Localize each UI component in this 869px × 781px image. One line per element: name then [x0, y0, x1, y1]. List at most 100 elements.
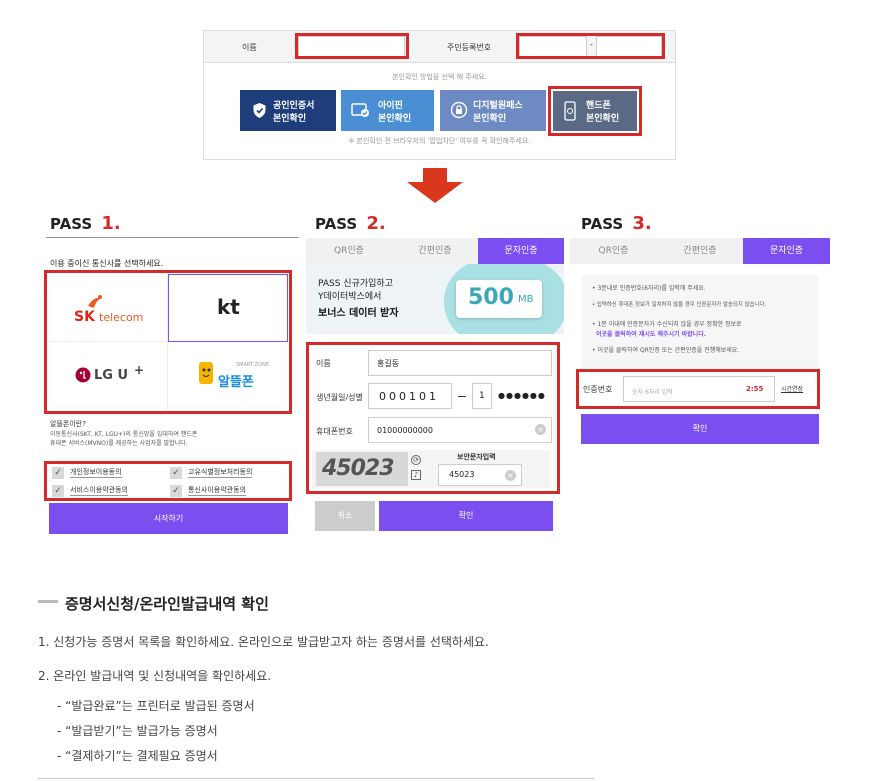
phone-button[interactable]: 핸드폰 본인확인 — [553, 91, 637, 131]
onepass-button-line1: 디지털원패스 — [473, 101, 523, 111]
agree-personal-checkbox[interactable]: ✓ — [52, 467, 64, 479]
pass3-confirm-button[interactable]: 확인 — [581, 414, 819, 444]
pass3-step: 3. — [632, 213, 652, 234]
pass2-name-label: 이름 — [316, 359, 331, 368]
section-step1: 1. 신청가능 증명서 목록을 확인하세요. 온라인으로 발급받고자 하는 증명… — [38, 635, 489, 649]
pass3-tab-sms[interactable]: 문자인증 — [743, 238, 830, 264]
onepass-icon — [450, 101, 468, 119]
banner-amount: 500 — [468, 285, 514, 310]
rrn-label: 주민등록번호 — [447, 43, 492, 52]
carrier-instruction: 이용 중이신 통신사를 선택하세요. — [50, 259, 164, 268]
pass3-note-5[interactable]: • 이곳을 클릭하여 QR인증 또는 간편인증을 진행해보세요. — [592, 347, 740, 354]
kt-logo: kt — [217, 295, 240, 319]
captcha-area: 45023 ⟳ ♪ 보안문자입력 45023 × — [312, 450, 550, 488]
pass3-tab-qr[interactable]: QR인증 — [570, 238, 657, 264]
pass1-title: PASS 1. — [50, 213, 121, 234]
agree-unique-label[interactable]: 고유식별정보처리동의 — [188, 468, 253, 478]
banner-line3: 보너스 데이터 받자 — [318, 308, 399, 319]
onepass-button[interactable]: 디지털원패스 본인확인 — [440, 90, 546, 131]
agree-unique-checkbox[interactable]: ✓ — [170, 467, 182, 479]
mvno-desc2: 휴대폰 서비스(MVNO)를 제공하는 사업자를 말합니다. — [50, 440, 188, 447]
pass2-tab-simple[interactable]: 간편인증 — [392, 238, 478, 264]
agree-service-checkbox[interactable]: ✓ — [52, 485, 64, 497]
pass2-banner[interactable]: PASS 신규가입하고 Y데이터박스에서 보너스 데이터 받자 500 MB — [306, 264, 564, 334]
agreements-highlight — [44, 461, 292, 501]
section-step2: 2. 온라인 발급내역 및 신청내역을 확인하세요. — [38, 669, 272, 683]
pass2-form: 이름 홍길동 생년월일/성별 000101 1 ●●●●●● 휴대폰번호 010… — [310, 344, 556, 492]
name-label: 이름 — [242, 43, 257, 52]
pass3-code-input[interactable]: 숫자 6자리 입력 2:55 — [623, 376, 775, 402]
pass2-brand: PASS — [315, 215, 358, 233]
ipin-button[interactable]: 아이핀 본인확인 — [341, 90, 434, 131]
agree-carrier-label[interactable]: 통신사이용약관동의 — [188, 486, 246, 496]
mvno-character-icon — [199, 362, 213, 384]
pass3-notes-box: • 3분내로 인증번호(6자리)를 입력해 주세요. • 입력하신 휴대폰 정보… — [582, 275, 818, 369]
phone-button-line1: 핸드폰 — [586, 101, 611, 111]
section-title-bar — [38, 600, 58, 603]
carrier-grid-highlight — [44, 270, 292, 414]
captcha-image: 45023 — [316, 452, 408, 486]
pass3-brand: PASS — [581, 215, 624, 233]
pass2-confirm-button[interactable]: 확인 — [379, 501, 553, 531]
pass2-cancel-button[interactable]: 취소 — [315, 501, 375, 531]
pass3-code-highlight — [576, 369, 820, 409]
pass2-form-highlight — [306, 342, 560, 494]
pass1-divider — [46, 237, 299, 238]
pass2-phone-label: 휴대폰번호 — [316, 427, 353, 436]
carrier-skt[interactable]: SK telecom — [48, 274, 168, 342]
pass1-step: 1. — [101, 213, 121, 234]
phone-button-line2: 본인확인 — [586, 114, 620, 124]
skt-logo-icon — [88, 295, 102, 308]
skt-sub: telecom — [99, 311, 144, 324]
section-title: 증명서신청/온라인발급내역 확인 — [65, 595, 269, 613]
method-instruction: 본인확인 방법을 선택 해 주세요. — [392, 73, 487, 81]
pass2-birth-dash — [458, 396, 466, 397]
cert-button-line1: 공인인증서 — [273, 101, 315, 111]
pass2-birth-input[interactable]: 000101 — [368, 383, 452, 409]
agree-service-label[interactable]: 서비스이용약관동의 — [70, 486, 128, 496]
mvno-en: SMART ZONE — [236, 362, 269, 368]
popup-note: ※ 본인확인 전 브라우저의 '팝업차단' 여부를 꼭 확인해주세요. — [348, 137, 531, 145]
captcha-value: 45023 — [449, 470, 475, 479]
lg-logo-icon — [75, 367, 91, 383]
pass2-title: PASS 2. — [315, 213, 386, 234]
mvno-desc1: 이동통신사(SKT, KT, LGU+)의 통신망을 임대하여 핸드폰 — [50, 431, 198, 438]
mvno-title: 알뜰폰이란? — [50, 420, 86, 428]
pass3-extend-link[interactable]: 시간연장 — [781, 386, 804, 393]
pass3-tab-simple[interactable]: 간편인증 — [657, 238, 743, 264]
skt-name: SK — [74, 309, 95, 325]
pass2-gender-value: 1 — [479, 391, 485, 401]
carrier-grid: SK telecom kt LG U + SMART ZONE 알뜰폰 — [48, 274, 288, 410]
pass2-tab-sms[interactable]: 문자인증 — [478, 238, 564, 264]
captcha-input[interactable]: 45023 × — [438, 464, 522, 486]
agree-personal-label[interactable]: 개인정보이용동의 — [70, 468, 122, 478]
banner-line2: Y데이터박스에서 — [318, 292, 382, 302]
carrier-lgu[interactable]: LG U + — [48, 342, 168, 410]
refresh-captcha-icon[interactable]: ⟳ — [411, 455, 421, 465]
banner-line1: PASS 신규가입하고 — [318, 279, 393, 289]
captcha-label: 보안문자입력 — [457, 453, 496, 461]
pass2-tabs: QR인증 간편인증 문자인증 — [306, 238, 564, 264]
section-bullet-1: - “발급완료”는 프린터로 발급된 증명서 — [57, 699, 255, 713]
onepass-button-line2: 본인확인 — [473, 114, 507, 124]
agree-carrier-checkbox[interactable]: ✓ — [170, 485, 182, 497]
clear-captcha-icon[interactable]: × — [505, 470, 516, 481]
pass3-tabs: QR인증 간편인증 문자인증 — [570, 238, 830, 264]
pass3-retry-link[interactable]: 이곳을 클릭하여 재시도 해주시기 바랍니다. — [596, 331, 706, 338]
pass2-birth-value: 000101 — [379, 390, 439, 403]
pass2-tab-qr[interactable]: QR인증 — [306, 238, 392, 264]
pass2-name-value: 홍길동 — [377, 359, 400, 368]
pass3-code-row: 인증번호 숫자 6자리 입력 2:55 시간연장 — [579, 372, 818, 406]
carrier-mvno[interactable]: SMART ZONE 알뜰폰 — [168, 342, 288, 410]
pass2-gender-input[interactable]: 1 — [472, 383, 492, 409]
pass2-phone-input[interactable]: 01000000000 × — [368, 417, 552, 443]
start-button[interactable]: 시작하기 — [49, 503, 288, 534]
audio-captcha-icon[interactable]: ♪ — [411, 470, 421, 480]
carrier-kt[interactable]: kt — [168, 274, 288, 342]
pass3-timer: 2:55 — [746, 385, 764, 393]
pass2-name-input[interactable]: 홍길동 — [368, 350, 552, 376]
phone-icon — [564, 101, 576, 121]
pass3-note-2: • 입력하신 휴대폰 정보가 일치하지 않을 경우 인증문자가 발송되지 않습니… — [592, 302, 767, 308]
cert-button[interactable]: 공인인증서 본인확인 — [240, 90, 336, 131]
clear-phone-icon[interactable]: × — [535, 424, 546, 435]
